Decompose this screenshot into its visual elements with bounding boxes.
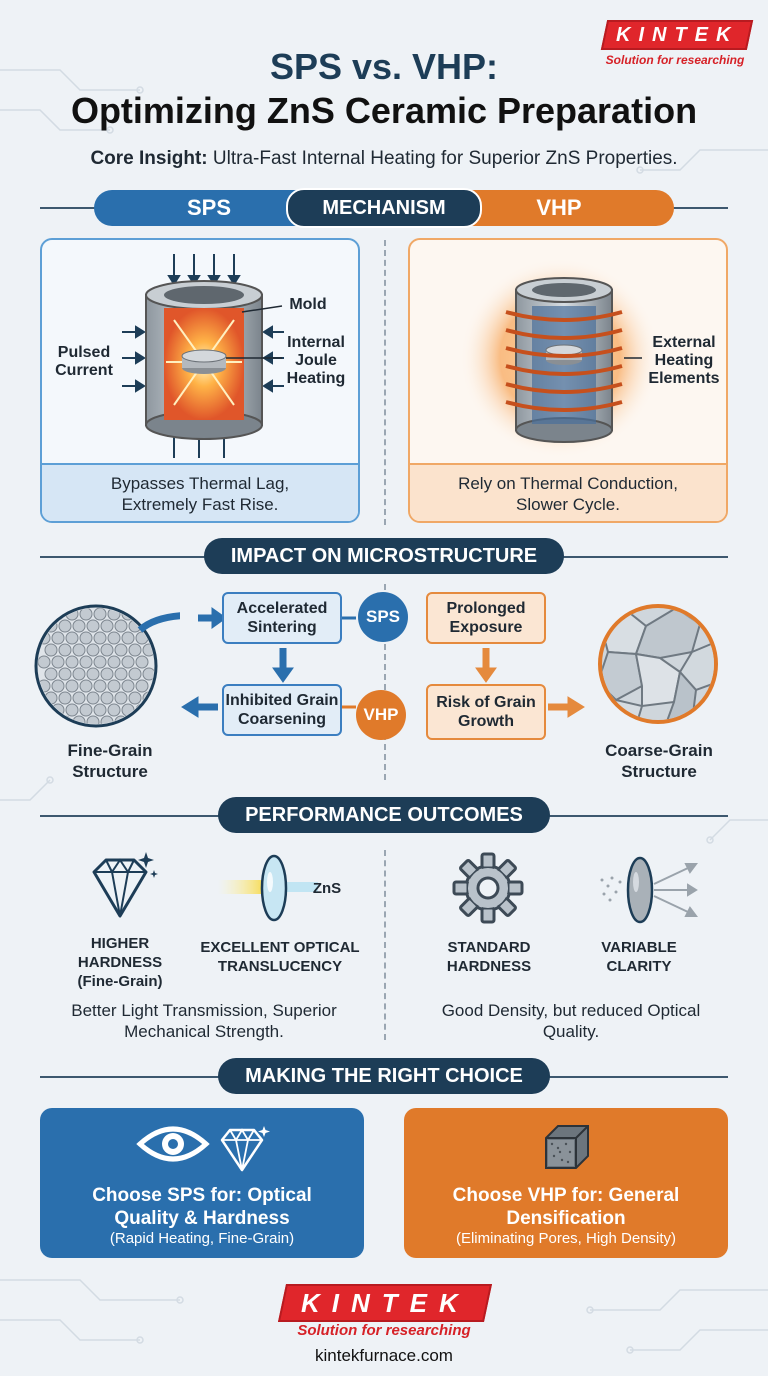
vhp-performance-summary: Good Density, but reduced Optical Qualit… (441, 1001, 701, 1041)
logo-brand: KINTEK (615, 24, 739, 46)
choice-header: MAKING THE RIGHT CHOICE (218, 1058, 550, 1094)
logo-brand-footer: KINTEK (300, 1288, 470, 1318)
clouded-lens-icon (600, 856, 698, 924)
vhp-mechanism-caption: Rely on Thermal Conduction, Slower Cycle… (410, 463, 726, 521)
sps-performance-summary: Better Light Transmission, Superior Mech… (71, 1001, 337, 1041)
fine-grain-label: Fine-Grain Structure (67, 741, 153, 781)
logo-tagline-footer: Solution for researching (297, 1322, 471, 1339)
diamond-icon (92, 852, 158, 918)
diamond-small-icon (220, 1126, 270, 1172)
gear-icon (452, 852, 524, 924)
pulsed-current-label: Pulsed Current (55, 344, 113, 379)
choose-sps-card: Choose SPS for: Optical Quality & Hardne… (40, 1108, 364, 1258)
vhp-mechanism-panel: External Heating Elements Rely on Therma… (408, 238, 728, 523)
kintek-logo-footer: KINTEK (277, 1284, 493, 1322)
rule-left (40, 207, 100, 209)
vhp-choice-title: Choose VHP for: General Densification (452, 1185, 680, 1229)
core-insight: Core Insight: Ultra-Fast Internal Heatin… (0, 148, 768, 170)
sps-mechanism-caption: Bypasses Thermal Lag, Extremely Fast Ris… (42, 463, 358, 521)
rule-right (668, 207, 728, 209)
prolonged-exposure-box: Prolonged Exposure (426, 592, 546, 644)
vhp-badge: VHP (356, 690, 406, 740)
sps-choice-title: Choose SPS for: Optical Quality & Hardne… (92, 1185, 312, 1229)
perf-divider (384, 850, 386, 1040)
insight-text: Ultra-Fast Internal Heating for Superior… (207, 148, 678, 169)
optical-translucency-label: EXCELLENT OPTICAL TRANSLUCENCY (200, 939, 360, 975)
choose-vhp-card: Choose VHP for: General Densification (E… (404, 1108, 728, 1258)
eye-icon (136, 1126, 210, 1162)
page-title-line1: SPS vs. VHP: (269, 46, 499, 87)
micro-divider (384, 584, 386, 780)
vhp-choice-note: (Eliminating Pores, High Density) (455, 1230, 677, 1247)
sps-mold-diagram (122, 254, 284, 458)
zns-lens-label: ZnS (312, 880, 342, 897)
inhibited-coarsening-box: Inhibited Grain Coarsening (222, 684, 342, 736)
micro-arrows (181, 607, 585, 718)
coarse-grain-label: Coarse-Grain Structure (605, 741, 713, 781)
page-title-line2: Optimizing ZnS Ceramic Preparation (70, 90, 698, 131)
accelerated-sintering-box: Accelerated Sintering (222, 592, 342, 644)
microstructure-header: IMPACT ON MICROSTRUCTURE (204, 538, 564, 574)
logo-tagline: Solution for researching (605, 53, 745, 67)
standard-hardness-label: STANDARD HARDNESS (446, 939, 532, 975)
sps-badge: SPS (358, 592, 408, 642)
vhp-header: VHP (444, 190, 674, 226)
variable-clarity-label: VARIABLE CLARITY (601, 939, 677, 975)
footer-url[interactable]: kintekfurnace.com (315, 1346, 453, 1365)
porous-cube-icon (545, 1125, 589, 1169)
sps-mechanism-panel: Pulsed Current Mold Internal Joule Heati… (40, 238, 360, 523)
vhp-furnace-diagram (460, 258, 660, 458)
insight-label: Core Insight: (90, 148, 208, 169)
external-heating-label: External Heating Elements (648, 334, 720, 387)
sps-choice-note: (Rapid Heating, Fine-Grain) (109, 1230, 295, 1247)
fine-grain-icon (34, 604, 180, 728)
higher-hardness-label: HIGHER HARDNESS (Fine-Grain) (77, 935, 163, 990)
lens-icon (218, 854, 318, 922)
mold-label: Mold (289, 296, 327, 313)
coarse-grain-icon (598, 604, 718, 724)
performance-header: PERFORMANCE OUTCOMES (218, 797, 550, 833)
joule-heating-label: Internal Joule Heating (286, 334, 346, 387)
sps-header: SPS (94, 190, 324, 226)
mechanism-header: MECHANISM (286, 188, 482, 228)
risk-grain-growth-box: Risk of Grain Growth (426, 684, 546, 740)
mechanism-divider (384, 240, 386, 525)
